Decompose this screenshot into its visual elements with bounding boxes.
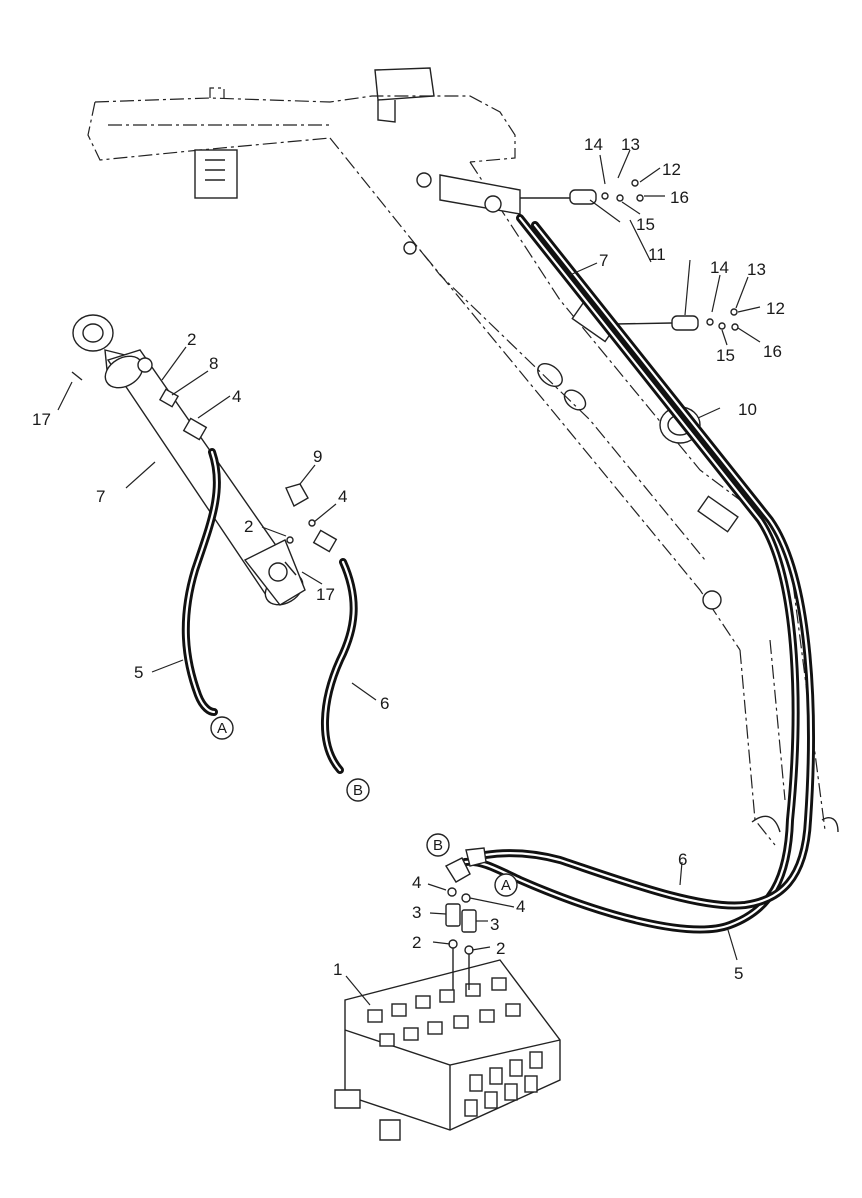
svg-text:B: B	[433, 837, 443, 854]
hydraulic-cylinder	[71, 314, 338, 606]
callout-labels: 1 2 8 4 17 7 9 4 2 17 5 6 4 3 2 4 3 2 6 …	[32, 135, 785, 983]
callout-3: 3	[490, 915, 499, 934]
callout-2: 2	[412, 933, 421, 952]
callout-4: 4	[516, 897, 525, 916]
callout-15: 15	[716, 346, 735, 365]
connector-marker-a-cylinder: A	[210, 716, 234, 740]
callout-4: 4	[338, 487, 347, 506]
callout-9: 9	[313, 447, 322, 466]
callout-17: 17	[32, 410, 51, 429]
callout-6: 6	[380, 694, 389, 713]
callout-11: 11	[648, 245, 666, 264]
callout-3: 3	[412, 903, 421, 922]
callout-14: 14	[584, 135, 603, 154]
control-valve	[334, 959, 561, 1141]
callout-16: 16	[763, 342, 782, 361]
callout-12: 12	[662, 160, 681, 179]
callout-12: 12	[766, 299, 785, 318]
callout-2: 2	[496, 939, 505, 958]
svg-text:A: A	[217, 720, 227, 737]
callout-5: 5	[134, 663, 143, 682]
callout-10: 10	[738, 400, 757, 419]
boom-hoses	[461, 214, 815, 934]
callout-16: 16	[670, 188, 689, 207]
cylinder-hoses	[181, 448, 358, 774]
callout-2: 2	[187, 330, 196, 349]
callout-14: 14	[710, 258, 729, 277]
callout-17: 17	[316, 585, 335, 604]
leader-lines	[57, 149, 761, 1006]
pin-assembly-upper	[520, 179, 644, 205]
callout-13: 13	[621, 135, 640, 154]
svg-text:B: B	[353, 782, 363, 799]
callout-7: 7	[599, 251, 608, 270]
callout-4: 4	[232, 387, 241, 406]
callout-15: 15	[636, 215, 655, 234]
callout-13: 13	[747, 260, 766, 279]
callout-7: 7	[96, 487, 105, 506]
callout-1: 1	[333, 960, 342, 979]
callout-4: 4	[412, 873, 421, 892]
callout-8: 8	[209, 354, 218, 373]
pin-assembly-lower	[614, 308, 739, 331]
connector-marker-a-valve: A	[494, 873, 518, 897]
svg-text:A: A	[501, 877, 511, 894]
callout-6: 6	[678, 850, 687, 869]
valve-fittings	[444, 847, 487, 990]
connector-marker-b-valve: B	[426, 833, 450, 857]
callout-2: 2	[244, 517, 253, 536]
connector-marker-b-cylinder: B	[346, 778, 370, 802]
callout-5: 5	[734, 964, 743, 983]
